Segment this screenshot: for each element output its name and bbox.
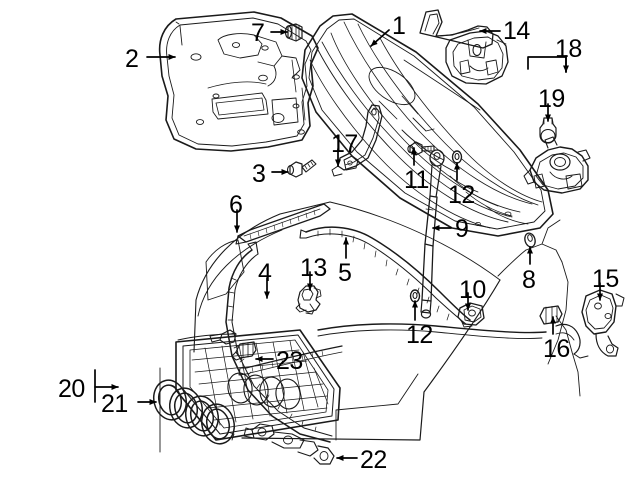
part-lower-trim-clip <box>243 423 335 465</box>
bracket-18 <box>527 56 567 73</box>
callout-number-1: 1 <box>392 12 406 40</box>
part-trunk-lid-outer-panel <box>301 13 554 237</box>
part-hood-latch-assembly <box>523 136 591 194</box>
part-vehicle-body-outline <box>159 201 581 453</box>
part-bolt-stud <box>286 159 317 178</box>
part-cable-grommet <box>539 305 563 325</box>
callout-number-3: 3 <box>252 160 266 188</box>
callout-number-23: 23 <box>276 347 303 375</box>
part-latch-bumper <box>539 117 557 144</box>
part-audi-rings-emblem <box>152 379 236 445</box>
part-trunk-lid-insulation-panel <box>158 11 319 152</box>
part-trunk-hinge-right <box>331 104 383 177</box>
callout-number-14: 14 <box>503 17 530 45</box>
callout-number-12: 12 <box>448 181 475 209</box>
part-ball-stud-socket <box>524 232 536 248</box>
callout-number-20: 20 <box>58 375 85 403</box>
part-hood-latch-striker <box>581 289 625 357</box>
callout-number-8: 8 <box>522 266 536 294</box>
callout-number-2: 2 <box>125 45 139 73</box>
part-trim-molding <box>235 203 331 245</box>
callout-number-11: 11 <box>404 166 429 194</box>
part-radiator-grille <box>175 329 341 441</box>
part-gas-strut-lift-support <box>420 149 445 319</box>
callout-number-15: 15 <box>592 265 619 293</box>
part-grille-mount-clip <box>231 341 257 361</box>
callout-number-12-b: 12 <box>406 321 433 349</box>
callout-number-17: 17 <box>331 130 358 158</box>
callout-number-21: 21 <box>101 390 128 418</box>
part-strut-ball-socket-upper <box>451 150 463 164</box>
callout-number-6: 6 <box>229 191 243 219</box>
part-release-cable <box>209 323 589 376</box>
callout-number-18: 18 <box>555 35 582 63</box>
part-retainer-clip <box>295 285 322 315</box>
callout-number-7: 7 <box>251 19 265 47</box>
part-grommet-plug <box>284 23 303 42</box>
callout-number-16: 16 <box>543 335 570 363</box>
callout-number-19: 19 <box>538 85 565 113</box>
callout-number-5: 5 <box>338 259 352 287</box>
leader-line-1 <box>370 29 390 47</box>
callout-number-9: 9 <box>455 215 469 243</box>
callout-number-10: 10 <box>459 276 486 304</box>
part-strut-bracket <box>457 302 485 328</box>
callout-number-13: 13 <box>300 254 327 282</box>
callout-number-22: 22 <box>360 446 387 474</box>
callout-number-4: 4 <box>258 259 272 287</box>
part-hood-seal-strip <box>299 226 471 325</box>
